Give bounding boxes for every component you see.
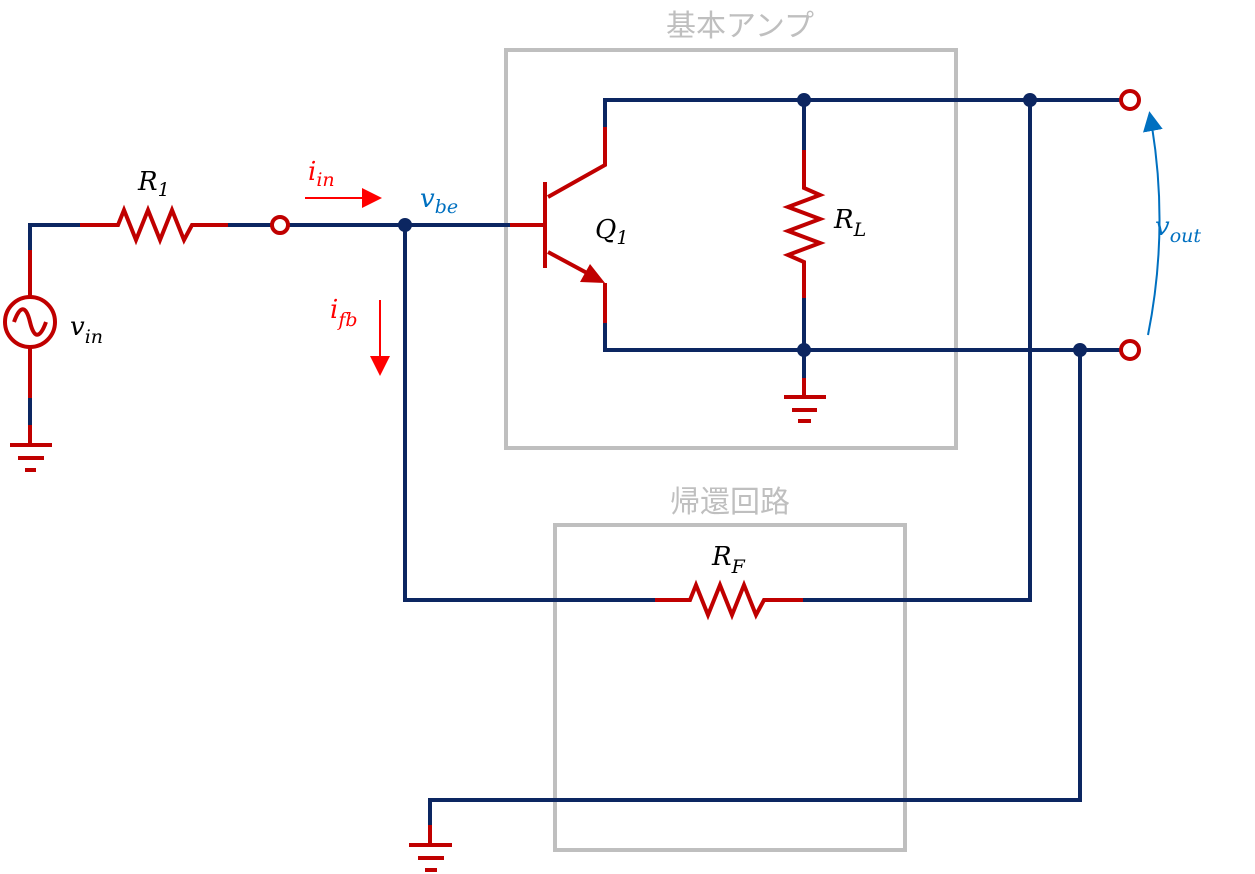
- label-vin: vin: [70, 312, 103, 348]
- label-vbe: vbe: [420, 184, 458, 218]
- label-iin: iin: [308, 157, 335, 191]
- resistor-r1: [80, 204, 230, 246]
- transistor-q1: [543, 98, 607, 352]
- input-terminal: [270, 215, 290, 235]
- output-terminal-bottom: [1119, 339, 1141, 361]
- label-rl: RL: [833, 205, 866, 241]
- label-vout: vout: [1155, 212, 1201, 247]
- amplifier-block-label: 基本アンプ: [666, 9, 814, 44]
- resistor-rf: [655, 579, 805, 621]
- label-q1: Q1: [595, 215, 628, 249]
- voltage-arrow-out: [1143, 111, 1163, 336]
- amplifier-block: [504, 48, 958, 450]
- resistor-rl: [782, 98, 826, 423]
- label-ifb: ifb: [330, 295, 358, 331]
- feedback-block-label: 帰還回路: [670, 485, 790, 520]
- ground-icon: [784, 378, 826, 423]
- label-r1: R1: [137, 167, 170, 201]
- output-terminal-top: [1119, 89, 1141, 111]
- label-rf: RF: [711, 542, 746, 578]
- ac-source: [3, 223, 82, 472]
- ground-icon: [409, 825, 452, 872]
- feedback-block: [553, 523, 907, 852]
- ground-icon: [10, 425, 52, 472]
